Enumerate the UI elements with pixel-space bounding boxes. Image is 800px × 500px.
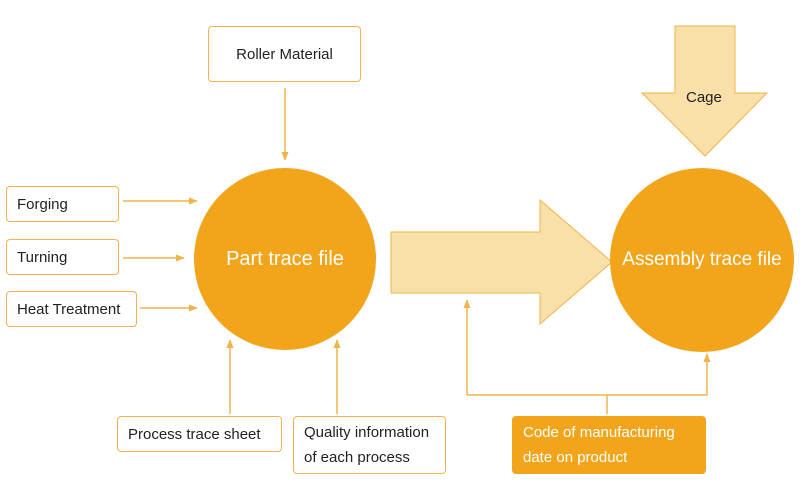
heat-treatment-box: Heat Treatment [6,291,137,327]
code-of-manufacturing-line2: date on product [523,449,628,466]
turning-label: Turning [17,248,68,266]
process-trace-sheet-label: Process trace sheet [128,425,261,443]
quality-information-line2: of each process [304,449,410,466]
process-trace-sheet-box: Process trace sheet [117,416,282,452]
turning-box: Turning [6,239,119,275]
part-trace-file-label: Part trace file [226,247,344,270]
quality-information-line1: Quality information [304,424,430,441]
roller-material-label: Roller Material [236,45,333,63]
assembly-trace-file-label: Assembly trace file [622,249,782,270]
assembly-trace-file-node: Assembly trace file [610,168,794,352]
heat-treatment-label: Heat Treatment [17,300,121,318]
forging-box: Forging [6,186,119,222]
code-of-manufacturing-box: Code of manufacturing date on product [512,416,706,474]
cage-label: Cage [686,89,722,106]
big-arrow-part-to-assembly [390,198,613,326]
forging-label: Forging [17,195,68,213]
quality-information-box: Quality information of each process [293,416,446,474]
cage-down-arrow [640,25,769,157]
part-trace-file-node: Part trace file [194,168,376,350]
roller-material-box: Roller Material [208,26,361,82]
code-of-manufacturing-line1: Code of manufacturing [523,424,675,441]
